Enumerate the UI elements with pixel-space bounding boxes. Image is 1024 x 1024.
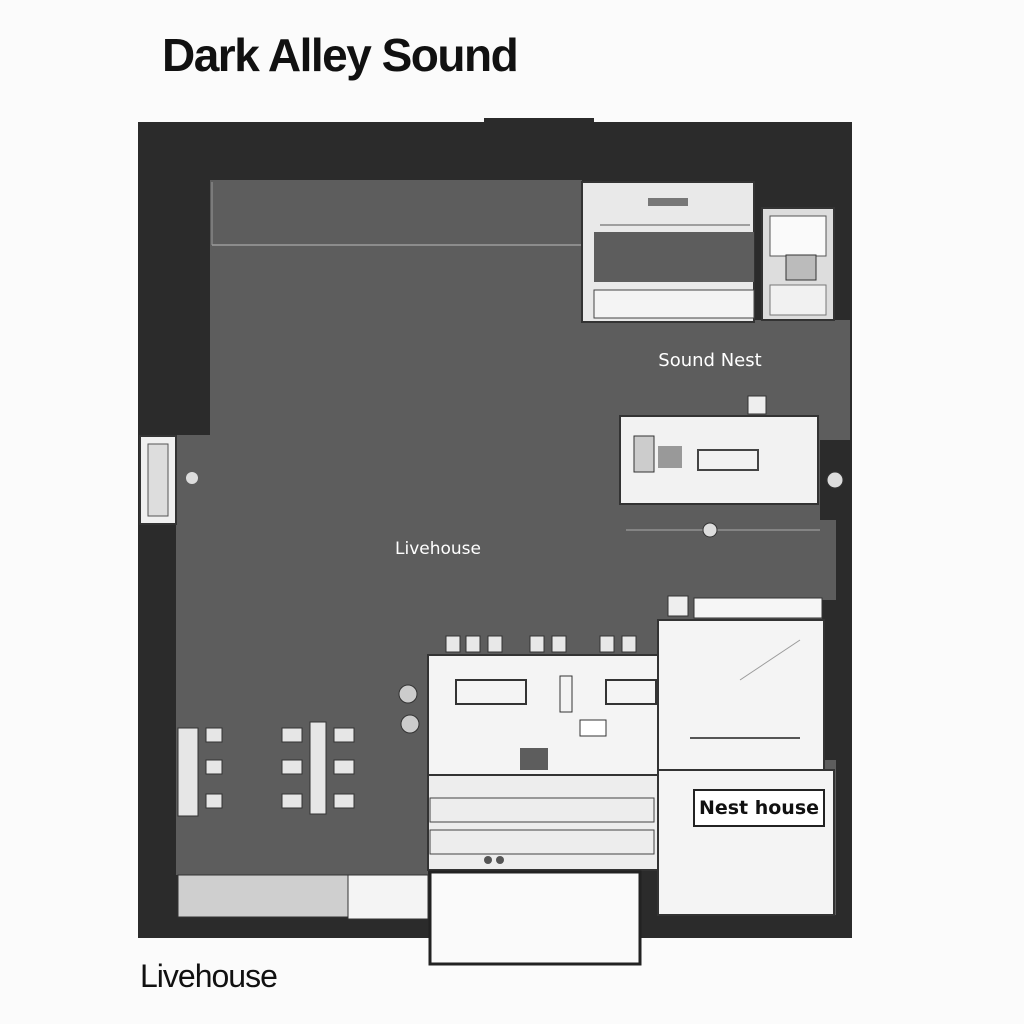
bar-back-room (657, 595, 825, 771)
chair-row (445, 635, 637, 653)
seating-area (427, 654, 659, 871)
sound-nest-label: Sound Nest (658, 350, 761, 371)
plan-title: Dark Alley Sound (162, 29, 519, 81)
storage-room (761, 207, 835, 321)
entrance (428, 870, 642, 966)
nest-house-room (657, 769, 835, 916)
backstage-room (581, 181, 755, 323)
nest-house-label: Nest house (699, 797, 819, 819)
sound-nest-room (619, 395, 844, 505)
livehouse-label: Livehouse (395, 539, 481, 559)
footer-label: Livehouse (140, 958, 278, 994)
left-tables (177, 721, 355, 817)
